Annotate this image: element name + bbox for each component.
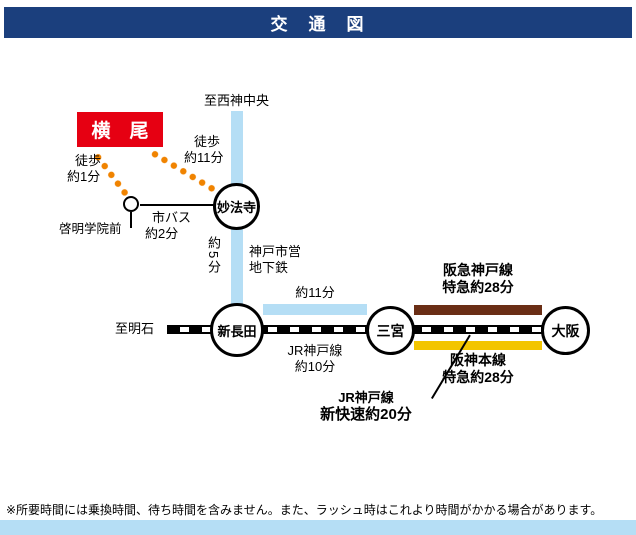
- station-myohoji: 妙法寺: [213, 183, 260, 230]
- station-myohoji-label: 妙法寺: [216, 200, 256, 215]
- footnote: ※所要時間には乗換時間、待ち時間を含みません。また、ラッシュ時はこれより時間がか…: [6, 503, 603, 517]
- label-jr-kobe-10min: JR神戸線 約10分: [262, 343, 368, 375]
- label-jr-special-rapid-20min: JR神戸線 新快速約20分: [299, 389, 433, 423]
- subway-name-line2: 地下鉄: [249, 260, 289, 275]
- jr-rapid-line2: 新快速約20分: [320, 406, 412, 423]
- station-osaka-label: 大阪: [551, 322, 580, 339]
- city-bus-line2: 約2分: [145, 226, 179, 241]
- jr-10min-line2: 約10分: [294, 359, 336, 374]
- station-sannomiya: 三宮: [366, 306, 415, 355]
- walk-1min-line2: 約1分: [67, 169, 101, 184]
- walk-11min-line1: 徒歩: [194, 134, 221, 149]
- label-hankyu-express-28min: 阪急神戸線 特急約28分: [409, 262, 547, 296]
- station-shin-nagata-label: 新長田: [217, 323, 257, 339]
- station-sannomiya-label: 三宮: [376, 322, 405, 339]
- label-kobe-municipal-subway: 神戸市営 地下鉄: [249, 244, 301, 276]
- bus-route-line: [140, 204, 216, 206]
- jr-10min-line1: JR神戸線: [287, 343, 343, 358]
- subway-name-line1: 神戸市営: [249, 244, 302, 259]
- city-bus-line1: 市バス: [152, 210, 192, 225]
- jr-rapid-line1: JR神戸線: [338, 390, 394, 405]
- label-keimei-gakuin-mae: 啓明学院前: [59, 222, 122, 236]
- label-to-seishin-chuo: 至西神中央: [204, 93, 270, 108]
- label-to-akashi: 至明石: [115, 321, 155, 336]
- page-title-bar: 交 通 図: [4, 7, 632, 38]
- label-city-bus-2min: 市バス 約2分: [145, 210, 191, 242]
- label-subway-11min: 約11分: [295, 285, 335, 300]
- label-walk-11min: 徒歩 約11分: [184, 134, 224, 166]
- station-osaka: 大阪: [541, 306, 590, 355]
- hankyu-line2: 特急約28分: [442, 279, 514, 295]
- hanshin-line1: 阪神本線: [450, 352, 506, 368]
- walk-11min-line2: 約11分: [184, 150, 224, 165]
- hankyu-line1: 阪急神戸線: [443, 262, 513, 278]
- label-subway-5min: 約5分: [206, 236, 221, 276]
- subway-line-horizontal: [263, 304, 367, 315]
- hanshin-line: [414, 341, 542, 350]
- label-walk-1min: 徒歩 約1分: [67, 153, 101, 185]
- walk-1min-line1: 徒歩: [75, 153, 102, 168]
- page-title: 交 通 図: [270, 15, 366, 34]
- bottom-accent-bar: [0, 520, 636, 535]
- yokoo-label: 横 尾: [91, 121, 149, 142]
- hankyu-line: [414, 305, 542, 315]
- bus-stop-icon: [123, 196, 139, 212]
- subway-line-vertical-top: [231, 111, 243, 189]
- label-hanshin-express-28min: 阪神本線 特急約28分: [409, 352, 547, 386]
- bus-stop-pole: [130, 212, 132, 228]
- hanshin-line2: 特急約28分: [442, 369, 514, 385]
- station-shin-nagata: 新長田: [210, 303, 264, 357]
- yokoo-marker: 横 尾: [77, 112, 163, 147]
